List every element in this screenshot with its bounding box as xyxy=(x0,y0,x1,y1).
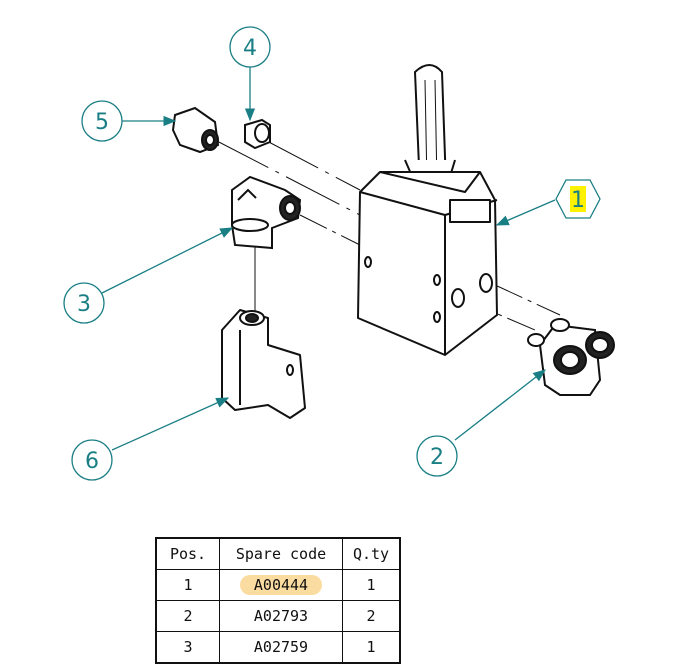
callout-2: 2 xyxy=(416,435,458,477)
highlighted-code: A00444 xyxy=(239,575,323,595)
callout-leaders xyxy=(101,67,556,451)
header-qty: Q.ty xyxy=(342,537,401,570)
callout-5: 5 xyxy=(81,100,123,142)
callout-1-label: 1 xyxy=(571,188,585,213)
part-2-elbow-fittings xyxy=(527,318,615,396)
callout-2-label: 2 xyxy=(430,445,444,470)
callout-1: 1 xyxy=(555,179,601,219)
spare-parts-table: Pos. Spare code Q.ty 1 A00444 1 2 A02793… xyxy=(155,537,401,664)
cell-pos: 3 xyxy=(155,631,220,664)
cell-qty: 1 xyxy=(342,569,401,601)
part-5-fitting xyxy=(171,106,220,154)
callout-3-label: 3 xyxy=(77,292,91,317)
part-6-mounting-bracket xyxy=(221,309,306,419)
table-row: 1 A00444 1 xyxy=(155,569,401,601)
part-4-bushing xyxy=(244,118,271,150)
callout-6-label: 6 xyxy=(85,449,99,474)
cell-pos: 1 xyxy=(155,569,220,601)
table-row: 2 A02793 2 xyxy=(155,600,401,632)
part-1-valve-body xyxy=(357,64,498,356)
callout-3: 3 xyxy=(63,282,105,324)
header-pos: Pos. xyxy=(155,537,220,570)
table-row: 3 A02759 1 xyxy=(155,631,401,664)
assembly-center-lines xyxy=(214,139,561,331)
cell-pos: 2 xyxy=(155,600,220,632)
callout-5-label: 5 xyxy=(95,110,109,135)
callout-4: 4 xyxy=(229,26,271,68)
cell-spare-code: A02759 xyxy=(219,631,343,664)
cell-spare-code: A00444 xyxy=(219,569,343,601)
callout-6: 6 xyxy=(71,439,113,481)
callout-4-label: 4 xyxy=(243,36,257,61)
cell-qty: 2 xyxy=(342,600,401,632)
exploded-assembly-drawing: 1 2 3 4 5 6 xyxy=(63,26,615,481)
table-header-row: Pos. Spare code Q.ty xyxy=(155,537,401,570)
part-3-elbow-fitting xyxy=(231,175,302,250)
cell-qty: 1 xyxy=(342,631,401,664)
header-spare-code: Spare code xyxy=(219,537,343,570)
cell-spare-code: A02793 xyxy=(219,600,343,632)
